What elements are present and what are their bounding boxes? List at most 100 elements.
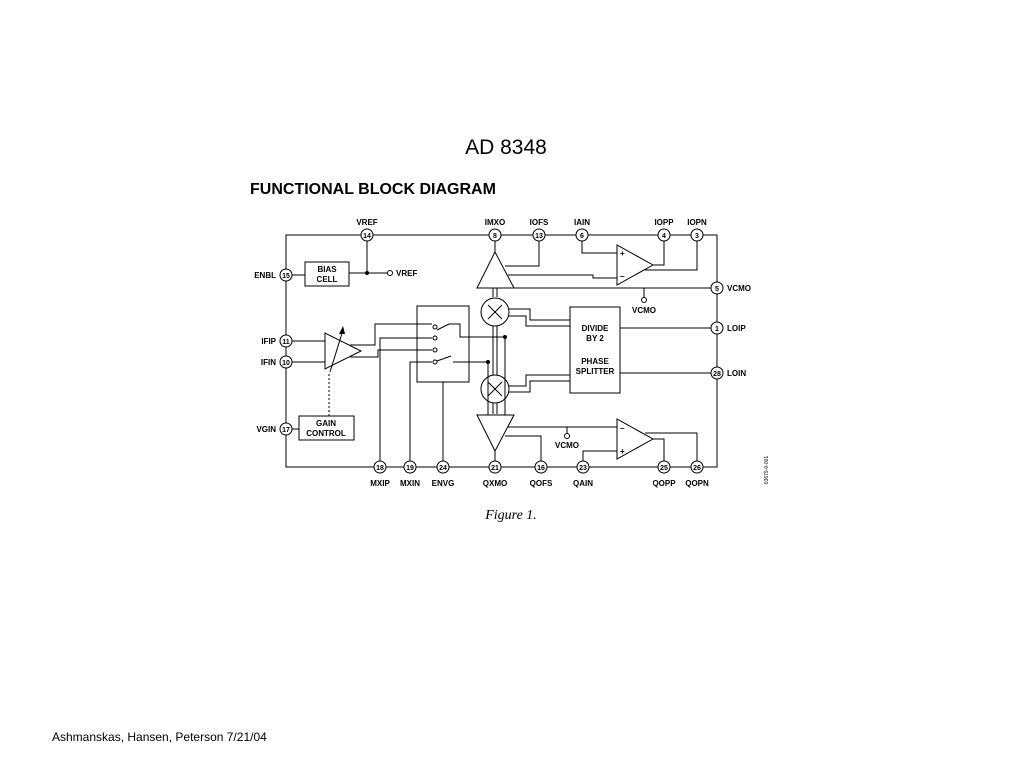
- pin-14-vref: 14 VREF: [356, 218, 378, 242]
- wire: [350, 323, 432, 346]
- pin-24-envg: 24 ENVG: [432, 460, 455, 488]
- bias-cell-block: [304, 261, 350, 287]
- input-switch-block: [416, 305, 470, 383]
- svg-text:25: 25: [660, 465, 668, 472]
- figure-code: 03679-0-001: [764, 456, 770, 485]
- svg-text:6: 6: [580, 233, 584, 240]
- pin-11-ifip: 11 IFIP: [261, 334, 293, 348]
- vcmo-bottom-terminal: [564, 433, 570, 439]
- svg-text:28: 28: [713, 371, 721, 378]
- switch-contact: [432, 347, 438, 353]
- svg-text:19: 19: [406, 465, 414, 472]
- svg-text:IFIP: IFIP: [261, 337, 276, 346]
- wire: [653, 241, 665, 266]
- vcmo-top-terminal: [641, 297, 647, 303]
- opamp-top-minus: –: [620, 272, 625, 281]
- svg-text:VREF: VREF: [356, 218, 377, 227]
- wire: [645, 241, 698, 271]
- pin-6-iain: 6 IAIN: [574, 218, 590, 242]
- svg-text:VGIN: VGIN: [256, 425, 276, 434]
- divider-label-3: PHASE: [581, 357, 609, 366]
- svg-text:18: 18: [376, 465, 384, 472]
- svg-text:ENBL: ENBL: [254, 271, 276, 280]
- pin-25-qopp: 25 QOPP: [652, 460, 676, 488]
- pin-23-qain: 23 QAIN: [573, 460, 593, 488]
- svg-text:QXMO: QXMO: [483, 479, 507, 488]
- variable-gain-amplifier: [324, 332, 363, 370]
- pin-8-imxo: 8 IMXO: [485, 218, 505, 242]
- pin-10-ifin: 10 IFIN: [261, 355, 293, 369]
- switch-arm: [436, 323, 450, 331]
- svg-text:QOPN: QOPN: [685, 479, 709, 488]
- svg-text:15: 15: [282, 273, 290, 280]
- i-output-amplifier: [476, 250, 515, 289]
- svg-text:IFIN: IFIN: [261, 358, 276, 367]
- wire: [509, 308, 570, 321]
- divider-label-1: DIVIDE: [582, 324, 609, 333]
- svg-text:ENVG: ENVG: [432, 479, 455, 488]
- switch-arm: [436, 355, 452, 362]
- vcmo-bottom-label: VCMO: [555, 441, 579, 450]
- wire: [645, 432, 698, 461]
- switch-contact: [432, 335, 438, 341]
- svg-text:21: 21: [491, 465, 499, 472]
- gain-control-block: [298, 415, 355, 441]
- figure-caption: Figure 1.: [484, 508, 537, 523]
- wire: [508, 274, 617, 279]
- bias-cell-label-2: CELL: [317, 275, 338, 284]
- divider-label-4: SPLITTER: [576, 367, 615, 376]
- i-output-opamp: [616, 244, 655, 286]
- slide-title: AD 8348: [465, 136, 547, 159]
- pin-28-loin: 28 LOIN: [710, 366, 746, 380]
- wire: [581, 241, 617, 254]
- svg-text:MXIP: MXIP: [370, 479, 390, 488]
- svg-text:4: 4: [662, 233, 666, 240]
- divider-phase-splitter-block: [569, 306, 621, 394]
- svg-text:5: 5: [715, 286, 719, 293]
- svg-text:IOFS: IOFS: [530, 218, 549, 227]
- svg-text:3: 3: [695, 233, 699, 240]
- vref-internal-label: VREF: [396, 269, 417, 278]
- gain-control-label-2: CONTROL: [306, 429, 346, 438]
- bias-cell-label-1: BIAS: [317, 265, 337, 274]
- svg-text:LOIP: LOIP: [727, 324, 746, 333]
- svg-text:11: 11: [282, 339, 290, 346]
- svg-text:10: 10: [282, 360, 290, 367]
- wire: [509, 315, 570, 327]
- wire: [509, 380, 570, 393]
- mixer-cross: [487, 304, 503, 320]
- svg-text:8: 8: [493, 233, 497, 240]
- pin-13-iofs: 13 IOFS: [530, 218, 549, 242]
- pin-4-iopp: 4 IOPP: [654, 218, 674, 242]
- svg-text:16: 16: [537, 465, 545, 472]
- wire: [582, 450, 617, 461]
- diagram-heading: FUNCTIONAL BLOCK DIAGRAM: [250, 181, 496, 198]
- opamp-bottom-minus: –: [620, 424, 625, 433]
- pin-15-enbl: 15 ENBL: [254, 268, 293, 282]
- pin-17-vgin: 17 VGIN: [256, 422, 293, 436]
- svg-text:24: 24: [439, 465, 447, 472]
- mixer-cross: [487, 381, 503, 397]
- svg-text:MXIN: MXIN: [400, 479, 420, 488]
- wire: [379, 337, 432, 461]
- wire: [449, 323, 505, 338]
- svg-text:26: 26: [693, 465, 701, 472]
- svg-text:VCMO: VCMO: [727, 284, 751, 293]
- opamp-top-plus: +: [620, 249, 625, 258]
- gain-control-label-1: GAIN: [316, 419, 336, 428]
- junction-dot: [365, 271, 369, 275]
- wire: [505, 241, 540, 267]
- svg-text:LOIN: LOIN: [727, 369, 746, 378]
- pin-16-qofs: 16 QOFS: [530, 460, 553, 488]
- divider-label-2: BY 2: [586, 334, 604, 343]
- svg-text:1: 1: [715, 326, 719, 333]
- pin-21-qxmo: 21 QXMO: [483, 460, 507, 488]
- q-output-opamp: [616, 418, 655, 460]
- wire: [653, 438, 665, 461]
- wire: [509, 374, 570, 387]
- svg-text:QOPP: QOPP: [652, 479, 676, 488]
- vref-terminal: [387, 270, 393, 276]
- pin-19-mxin: 19 MXIN: [400, 460, 420, 488]
- q-output-amplifier: [476, 414, 515, 453]
- svg-text:QAIN: QAIN: [573, 479, 593, 488]
